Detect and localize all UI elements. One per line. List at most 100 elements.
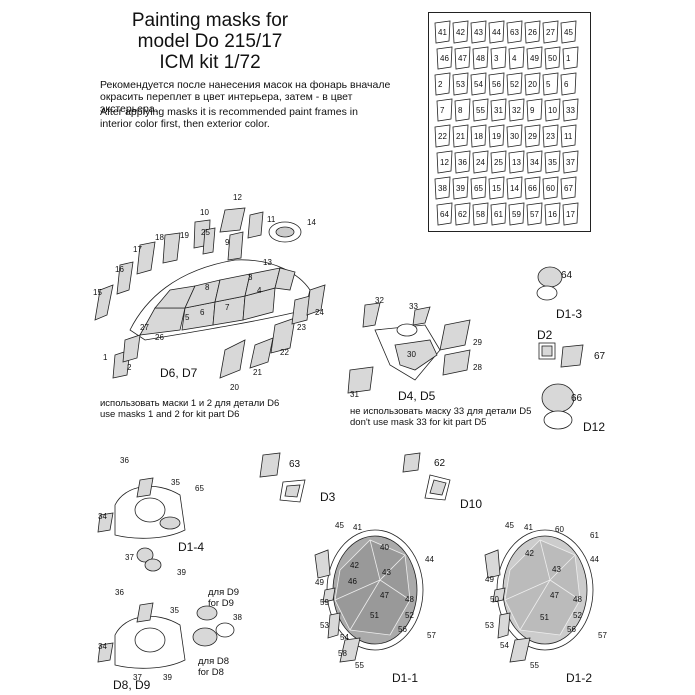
d11-mask-label: 40 bbox=[380, 543, 389, 552]
canopy-mask-label: 11 bbox=[267, 215, 276, 224]
d3-mask-number: 63 bbox=[289, 459, 301, 470]
canopy-mask-label: 25 bbox=[201, 228, 210, 237]
sheet-mask-number: 66 bbox=[528, 184, 537, 193]
d12b-mask-label: 42 bbox=[525, 549, 534, 558]
sheet-mask-number: 61 bbox=[494, 210, 503, 219]
d89-mask-label: 37 bbox=[133, 673, 142, 682]
d14-part-label: D1-4 bbox=[178, 540, 205, 554]
canopy-mask-label: 17 bbox=[133, 245, 142, 254]
d10-part-label: D10 bbox=[460, 497, 483, 511]
note-english: After applying masks it is recommended p… bbox=[100, 106, 358, 130]
d12b-mask-label: 49 bbox=[485, 575, 494, 584]
sheet-mask-shape bbox=[526, 202, 543, 226]
canopy-mask-label: 14 bbox=[307, 218, 316, 227]
sheet-mask-shape bbox=[452, 20, 469, 44]
sheet-mask-number: 36 bbox=[458, 158, 467, 167]
d14-mask-label: 36 bbox=[120, 456, 129, 465]
sheet-mask-number: 48 bbox=[476, 54, 485, 63]
d3-drawing bbox=[259, 452, 306, 503]
canopy-mask-label: 27 bbox=[140, 323, 149, 332]
canopy-mask-label: 5 bbox=[185, 313, 190, 322]
sheet-mask-shape bbox=[454, 150, 471, 174]
sheet-mask-shape bbox=[562, 98, 579, 122]
sheet-mask-shape bbox=[472, 46, 489, 70]
sheet-mask-number: 35 bbox=[548, 158, 557, 167]
sheet-mask-number: 30 bbox=[510, 132, 519, 141]
d11-mask-label: 52 bbox=[405, 611, 414, 620]
canopy-mask-label: 2 bbox=[127, 363, 132, 372]
d13-part-label: D1-3 bbox=[556, 307, 583, 321]
sheet-mask-shape bbox=[524, 124, 541, 148]
sheet-mask-number: 23 bbox=[546, 132, 555, 141]
d89-part-label: D8, D9 bbox=[113, 678, 151, 692]
d12b-mask-label: 45 bbox=[505, 521, 514, 530]
sheet-mask-shape bbox=[470, 20, 487, 44]
sheet-mask-shape bbox=[508, 46, 525, 70]
sheet-mask-number: 14 bbox=[510, 184, 519, 193]
nose-note-english: don't use mask 33 for kit part D5 bbox=[350, 417, 487, 428]
canopy-mask-label: 18 bbox=[155, 233, 164, 242]
canopy-mask-label: 3 bbox=[248, 273, 253, 282]
nose-note-russian: не использовать маску 33 для детали D5 bbox=[350, 406, 532, 417]
sheet-mask-shape bbox=[508, 98, 525, 122]
sheet-mask-number: 7 bbox=[440, 106, 445, 115]
d12b-mask-label: 56 bbox=[567, 625, 576, 634]
nose-mask-label: 33 bbox=[409, 302, 418, 311]
sheet-mask-number: 53 bbox=[456, 80, 465, 89]
sheet-mask-shape bbox=[490, 150, 507, 174]
canopy-mask-label: 13 bbox=[263, 258, 272, 267]
for-d9-russian: для D9 bbox=[208, 587, 240, 598]
for-d8-russian: для D8 bbox=[198, 656, 230, 667]
canopy-note-english: use masks 1 and 2 for kit part D6 bbox=[100, 409, 240, 420]
d3-part-label: D3 bbox=[320, 490, 336, 504]
sheet-mask-number: 38 bbox=[438, 184, 447, 193]
d2-mask-number: 67 bbox=[594, 351, 606, 362]
sheet-mask-shape bbox=[472, 150, 489, 174]
d89-mask-label: 34 bbox=[98, 642, 107, 651]
sheet-mask-number: 33 bbox=[566, 106, 575, 115]
sheet-mask-number: 62 bbox=[458, 210, 467, 219]
sheet-mask-number: 19 bbox=[492, 132, 501, 141]
d12b-mask-label: 41 bbox=[524, 523, 533, 532]
sheet-mask-shape bbox=[526, 98, 543, 122]
d11-mask-label: 45 bbox=[335, 521, 344, 530]
d89-mask-label: 39 bbox=[163, 673, 172, 682]
sheet-mask-shape bbox=[560, 176, 577, 200]
d11-mask-label: 48 bbox=[405, 595, 414, 604]
d12b-mask-label: 53 bbox=[485, 621, 494, 630]
sheet-mask-number: 16 bbox=[548, 210, 557, 219]
sheet-mask-shape bbox=[490, 98, 507, 122]
d12b-mask-label: 48 bbox=[573, 595, 582, 604]
d12b-part-label: D1-2 bbox=[566, 671, 593, 685]
sheet-mask-number: 18 bbox=[474, 132, 483, 141]
sheet-mask-shape bbox=[470, 72, 487, 96]
d14-mask-label: 39 bbox=[177, 568, 186, 577]
sheet-mask-shape bbox=[544, 150, 561, 174]
sheet-mask-number: 8 bbox=[458, 106, 463, 115]
sheet-mask-number: 20 bbox=[528, 80, 537, 89]
sheet-mask-shape bbox=[470, 124, 487, 148]
sheet-mask-shape bbox=[508, 202, 525, 226]
canopy-mask-label: 23 bbox=[297, 323, 306, 332]
nose-mask-label: 29 bbox=[473, 338, 482, 347]
d11-mask-label: 56 bbox=[398, 625, 407, 634]
canopy-mask-label: 24 bbox=[315, 308, 324, 317]
nose-mask-label: 32 bbox=[375, 296, 384, 305]
d89-mask-label: 36 bbox=[115, 588, 124, 597]
sheet-mask-shape bbox=[544, 98, 561, 122]
sheet-mask-number: 15 bbox=[492, 184, 501, 193]
sheet-mask-number: 60 bbox=[546, 184, 555, 193]
sheet-mask-shape bbox=[488, 124, 505, 148]
sheet-mask-number: 5 bbox=[546, 80, 551, 89]
sheet-mask-shape bbox=[506, 176, 523, 200]
d11-mask-label: 53 bbox=[320, 621, 329, 630]
canopy-note-russian: использовать маски 1 и 2 для детали D6 bbox=[100, 398, 280, 409]
sheet-mask-shape bbox=[470, 176, 487, 200]
sheet-mask-shape bbox=[542, 20, 559, 44]
sheet-mask-shape bbox=[452, 176, 469, 200]
d12b-mask-label: 57 bbox=[598, 631, 607, 640]
